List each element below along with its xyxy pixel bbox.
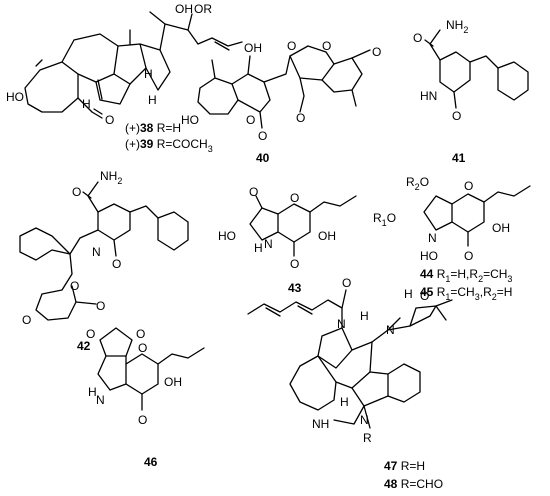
atom-o2: O	[464, 249, 473, 263]
atom-o2: O	[420, 289, 429, 303]
atom-ho: HO	[181, 113, 199, 127]
label-38: (+)38 R=H	[125, 121, 181, 135]
atom-o2: O	[112, 257, 121, 271]
label-43: 43	[288, 281, 302, 295]
label-39: (+)39 R=COCH3	[125, 137, 213, 154]
atom-o4: O	[138, 413, 147, 427]
atom-oh: OH	[244, 41, 262, 55]
atom-o3: O	[290, 257, 299, 271]
structure-40: OH O O O HO O O O 40	[181, 39, 381, 165]
atom-o2: O	[322, 39, 331, 53]
atom-h3: H	[82, 97, 91, 111]
label-44: 44 R1=H,R2=CH3	[420, 267, 512, 284]
atom-n: N	[428, 231, 437, 245]
atom-nh2: NH2	[446, 18, 468, 35]
atom-h: H	[88, 385, 97, 399]
atom-o1: O	[342, 276, 351, 290]
atom-o3: O	[70, 279, 79, 293]
atom-h2: H	[404, 287, 413, 301]
atom-oh: OH	[318, 229, 336, 243]
atom-ho: HO	[420, 249, 438, 263]
atom-h2: H	[148, 93, 157, 107]
atom-o3: O	[138, 341, 147, 355]
atom-r1o: R1O	[373, 211, 396, 228]
atom-o2: O	[452, 109, 461, 123]
structure-46: O O O H N OH O 46	[86, 327, 205, 469]
atom-o: O	[105, 113, 114, 127]
atom-h3: H	[340, 395, 349, 409]
structure-47-48: O N H N O H NH H N R 47 R=H 48 R=CHO	[247, 276, 453, 491]
label-41: 41	[452, 151, 466, 165]
label-40: 40	[256, 151, 270, 165]
structure-43: O O HO H N OH O 43	[218, 185, 357, 295]
atom-r: R	[363, 431, 372, 445]
structure-44-45: R2O R1O O N HO OH O 44 R1=H,R2=CH3 45 R1…	[373, 175, 531, 302]
atom-oh: OH	[492, 221, 510, 235]
atom-o2: O	[290, 191, 299, 205]
atom-nh: NH	[312, 417, 329, 431]
atom-o1: O	[249, 185, 258, 199]
atom-ho: HO	[218, 229, 236, 243]
atom-o6: O	[296, 111, 305, 125]
label-46: 46	[144, 455, 158, 469]
atom-oh: OH	[175, 2, 193, 16]
atom-h1: H	[144, 67, 153, 81]
atom-o1: O	[464, 179, 473, 193]
atom-o1: O	[72, 185, 81, 199]
atom-h: H	[254, 241, 263, 255]
atom-o3: O	[372, 45, 381, 59]
atom-o4: O	[22, 313, 31, 327]
atom-n: N	[92, 245, 101, 259]
atom-n1: N	[337, 317, 346, 331]
structure-42: NH2 O N O O O O 42	[19, 169, 189, 353]
atom-ho: HO	[6, 90, 24, 104]
atom-o4: O	[246, 113, 255, 127]
label-47: 47 R=H	[384, 459, 425, 473]
atom-hn: HN	[420, 89, 437, 103]
atom-o1: O	[287, 39, 296, 53]
structure-41: O NH2 HN O 41	[413, 18, 529, 165]
label-45: 45 R1=CH3,R2=H	[420, 285, 512, 302]
atom-h1: H	[360, 309, 369, 323]
label-42: 42	[77, 339, 91, 353]
structure-38-39: OH OR HO O H H H (+)38 R=H (+)39 R=COCH3	[6, 2, 243, 154]
atom-or: OR	[194, 2, 212, 16]
atom-nh2: NH2	[100, 169, 122, 186]
atom-n2: N	[386, 323, 395, 337]
atom-oh: OH	[164, 375, 182, 389]
atom-o5: O	[96, 299, 105, 313]
atom-n: N	[264, 237, 273, 251]
label-48: 48 R=CHO	[384, 477, 443, 491]
atom-n3: N	[360, 413, 369, 427]
atom-r2o: R2O	[406, 175, 429, 192]
atom-o2: O	[136, 327, 145, 341]
atom-n: N	[96, 393, 105, 407]
atom-o1: O	[413, 31, 422, 45]
atom-o1: O	[86, 327, 95, 341]
atom-o5: O	[258, 129, 267, 143]
